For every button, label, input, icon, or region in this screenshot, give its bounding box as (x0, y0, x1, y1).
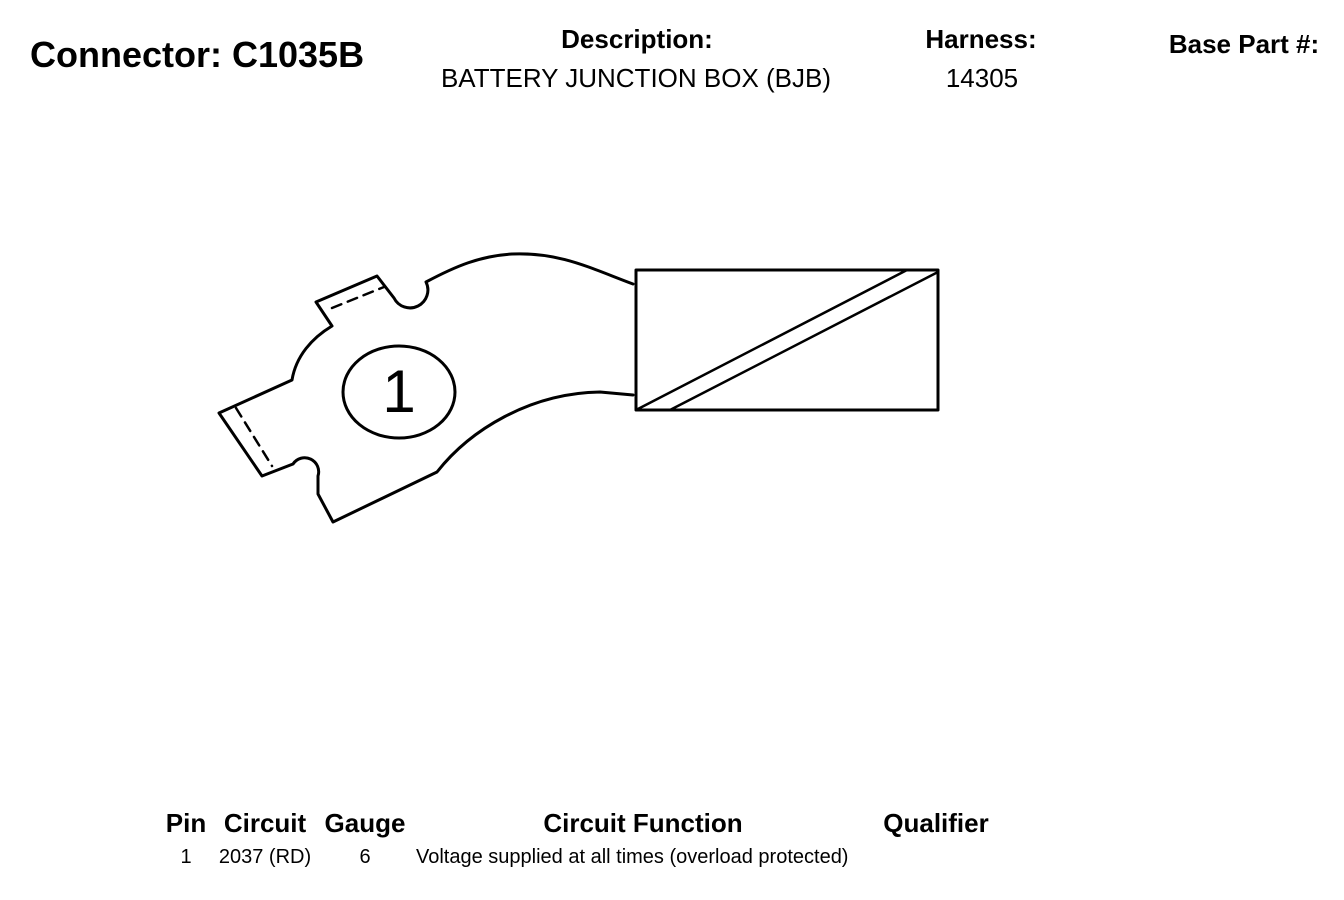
col-gauge: Gauge (324, 808, 406, 838)
description-value: BATTERY JUNCTION BOX (BJB) (440, 63, 832, 93)
wire-stripe-upper (634, 268, 909, 412)
col-qualifier: Qualifier (883, 808, 989, 838)
pin-label-ellipse (341, 344, 457, 440)
connector-title: Connector: C1035B (30, 34, 365, 75)
lower-tab-fold-line (234, 406, 274, 468)
wire-stripe-lower (668, 270, 940, 412)
row-1-gauge: 6 (359, 846, 371, 868)
harness-value: 14305 (945, 63, 1019, 93)
row-1-pin: 1 (180, 846, 192, 868)
pin-number-label: 1 (382, 358, 415, 425)
col-circuit-function: Circuit Function (543, 808, 743, 838)
row-1-circuit: 2037 (RD) (218, 846, 312, 868)
upper-tab-fold-line (330, 285, 386, 310)
base-part-label: Base Part #: (1168, 29, 1320, 59)
col-circuit: Circuit (223, 808, 307, 838)
terminal-lug-outline (217, 252, 635, 524)
harness-label: Harness: (925, 24, 1037, 54)
description-label: Description: (561, 24, 713, 54)
crimp-barrel (634, 268, 940, 412)
col-pin: Pin (165, 808, 207, 838)
row-1-function: Voltage supplied at all times (overload … (416, 846, 849, 868)
